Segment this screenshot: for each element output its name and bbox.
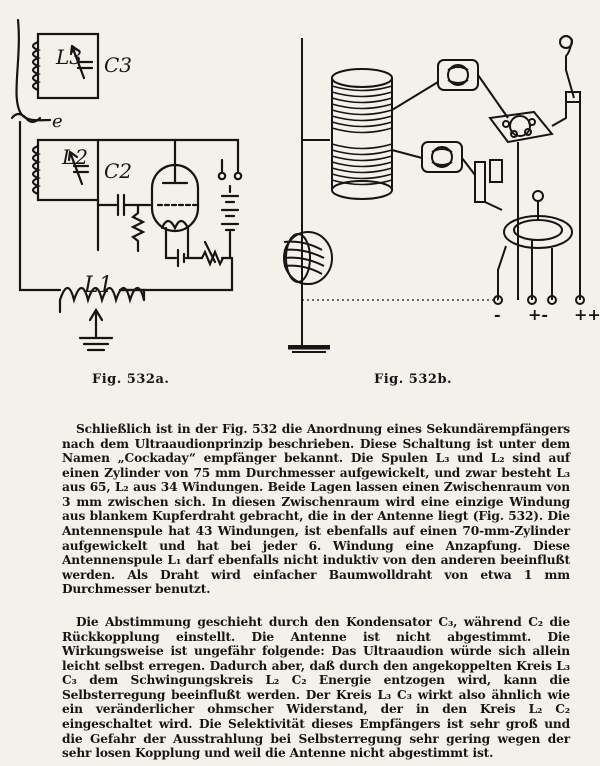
label-c3: C3 [104, 53, 132, 77]
l2-coil [31, 144, 41, 196]
ground-a [78, 336, 114, 352]
rheostat-dial [503, 190, 573, 249]
phone-terminal-left [217, 171, 227, 181]
terminal-plus-plus [575, 295, 585, 305]
left-wire [18, 120, 62, 292]
caption-fig-532b: Fig. 532b. [374, 372, 453, 387]
label-c2: C2 [104, 159, 132, 183]
figure-532a-schematic: L3 C3 e L2 C2 L1 [10, 18, 243, 352]
label-l2: L2 [61, 145, 88, 169]
l3-coil [31, 40, 41, 92]
label-terminal-plus-minus: +- [528, 305, 548, 324]
label-e: e [52, 111, 63, 132]
ground-b [288, 345, 330, 353]
variable-condenser-c2 [421, 141, 463, 173]
caption-fig-532a: Fig. 532a. [92, 372, 170, 387]
tube-socket [488, 110, 554, 144]
terminal-plus-minus-2 [547, 295, 557, 305]
coil-cylinder [331, 68, 393, 200]
terminal-plus-minus-1 [527, 295, 537, 305]
variable-condenser-c3 [437, 59, 479, 91]
plate-battery [220, 184, 240, 260]
grid-condenser [474, 159, 503, 203]
tube-filament [160, 219, 190, 231]
l1-tap-arrow [88, 307, 104, 340]
paragraph-1: Schließlich ist in der Fig. 532 die Anor… [62, 422, 570, 597]
terminal-minus [493, 295, 503, 305]
figure-532b-apparatus: - +- ++ [283, 35, 600, 353]
phone-terminal-right [233, 171, 243, 181]
paragraph-2: Die Abstimmung geschieht durch den Konde… [62, 615, 570, 761]
label-l1: L1 [83, 273, 113, 298]
label-terminal-minus: - [494, 305, 501, 324]
label-terminal-plus-plus: ++ [574, 305, 600, 324]
l1-coil [58, 286, 146, 304]
label-l3: L3 [55, 45, 82, 69]
coupling-coil-e [10, 112, 42, 124]
filament-rheostat [194, 249, 225, 267]
grid-leak-resistor [130, 203, 146, 253]
antenna-coil [283, 231, 333, 285]
